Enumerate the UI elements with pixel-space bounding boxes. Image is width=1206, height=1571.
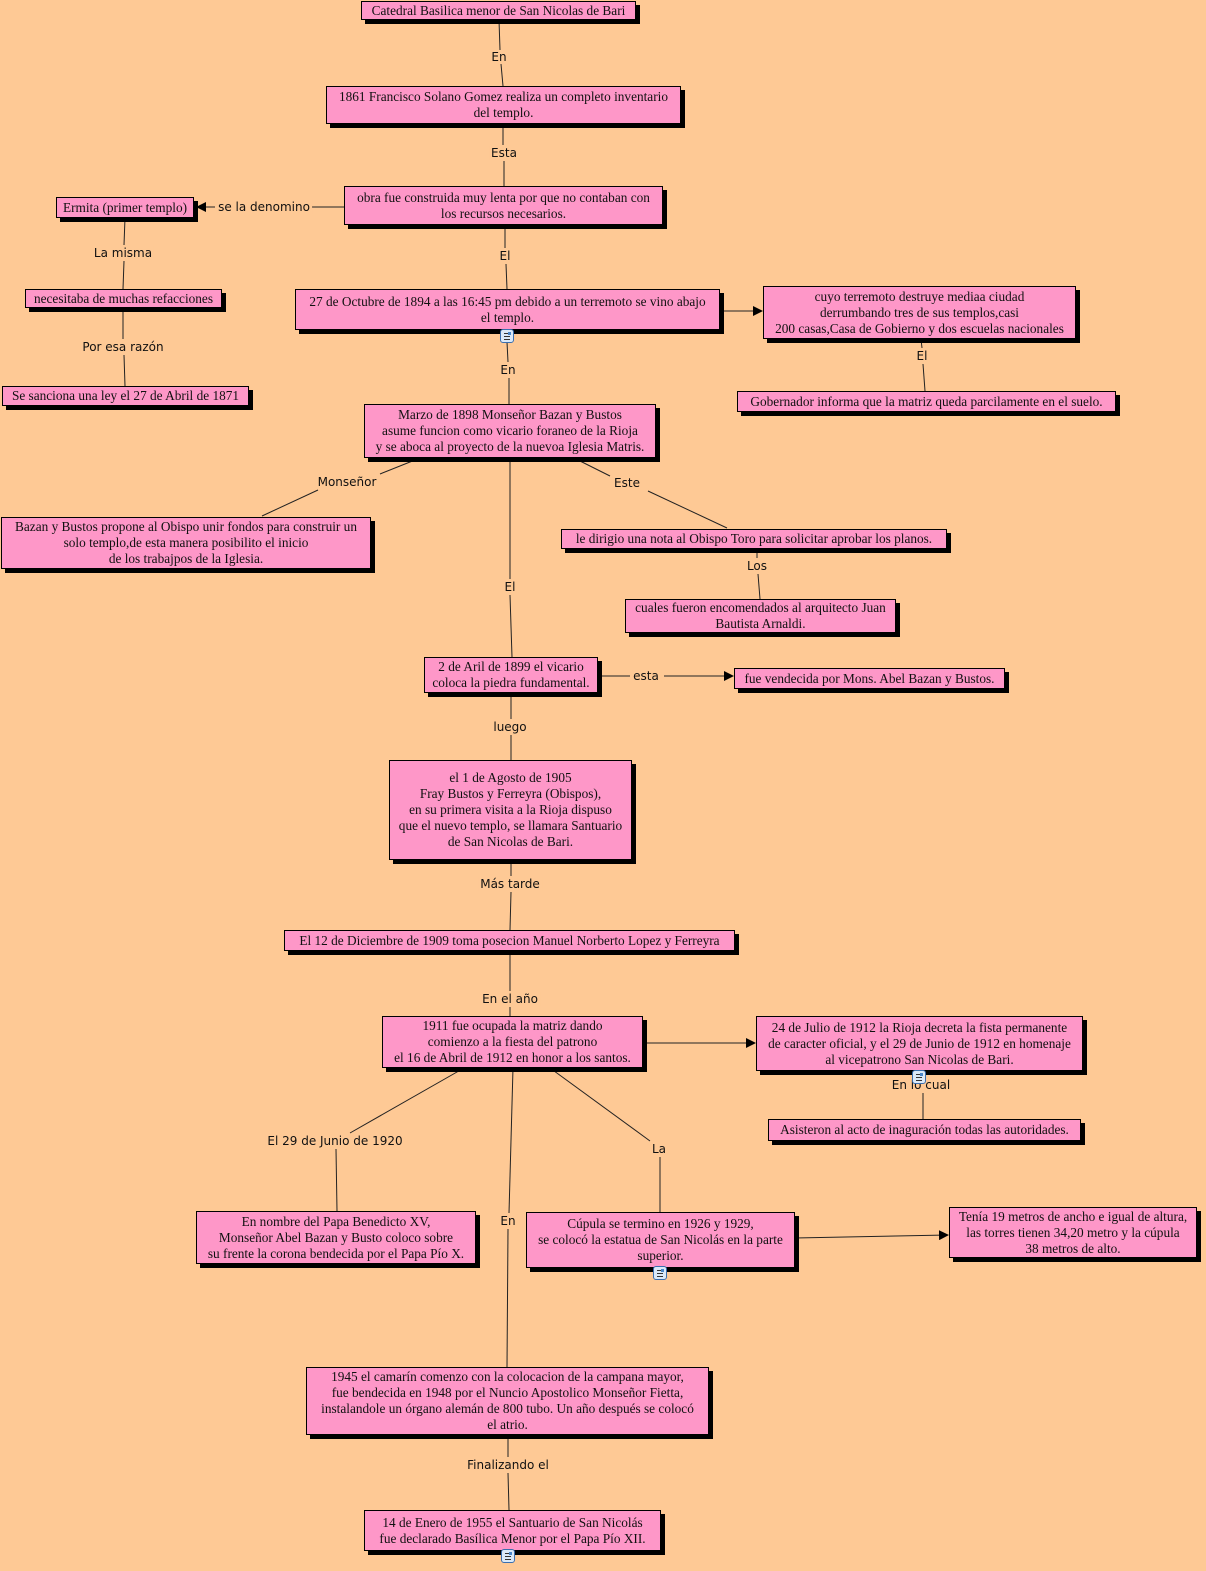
concept-ley-1871[interactable]: Se sanciona una ley el 27 de Abril de 18… xyxy=(2,386,249,406)
concept-unir-fondos[interactable]: Bazan y Bustos propone al Obispo unir fo… xyxy=(1,517,371,569)
concept-autoridades[interactable]: Asisteron al acto de inaguración todas l… xyxy=(768,1119,1081,1141)
concept-ermita[interactable]: Ermita (primer templo) xyxy=(56,197,194,218)
document-icon[interactable] xyxy=(500,329,514,343)
link-label[interactable]: Este xyxy=(612,476,642,490)
concept-medidas[interactable]: Tenía 19 metros de ancho e igual de altu… xyxy=(949,1207,1197,1258)
concept-obra-lenta[interactable]: obra fue construida muy lenta por que no… xyxy=(344,186,663,225)
concept-agosto-1905[interactable]: el 1 de Agosto de 1905 Fray Bustos y Fer… xyxy=(389,760,632,860)
link-label[interactable]: Finalizando el xyxy=(465,1458,551,1472)
concept-arquitecto[interactable]: cuales fueron encomendados al arquitecto… xyxy=(625,599,896,633)
link-label[interactable]: Esta xyxy=(489,146,519,160)
concept-gobernador[interactable]: Gobernador informa que la matriz queda p… xyxy=(737,391,1116,412)
concept-1911-matriz[interactable]: 1911 fue ocupada la matriz dando comienz… xyxy=(382,1016,643,1068)
concept-destruye-ciudad[interactable]: cuyo terremoto destruye mediaa ciudad de… xyxy=(763,286,1076,339)
link-label[interactable]: Los xyxy=(744,559,770,573)
link-label[interactable]: En xyxy=(498,1214,518,1228)
concept-catedral[interactable]: Catedral Basilica menor de San Nicolas d… xyxy=(361,1,636,20)
concept-vendecida[interactable]: fue vendecida por Mons. Abel Bazan y Bus… xyxy=(734,668,1005,689)
link-label[interactable]: En xyxy=(489,50,509,64)
link-label[interactable]: La xyxy=(649,1142,669,1156)
concept-cupula[interactable]: Cúpula se termino en 1926 y 1929, se col… xyxy=(526,1212,795,1268)
link-label[interactable]: El 29 de Junio de 1920 xyxy=(265,1134,405,1148)
concept-basilica-1955[interactable]: 14 de Enero de 1955 el Santuario de San … xyxy=(364,1510,661,1551)
concept-camarin-1945[interactable]: 1945 el camarín comenzo con la colocacio… xyxy=(306,1367,709,1435)
link-label[interactable]: En el año xyxy=(480,992,540,1006)
concept-nota-obispo[interactable]: le dirigio una nota al Obispo Toro para … xyxy=(561,529,947,549)
link-label[interactable]: Por esa razón xyxy=(80,340,166,354)
document-icon[interactable] xyxy=(501,1549,515,1563)
concept-corona[interactable]: En nombre del Papa Benedicto XV, Monseño… xyxy=(196,1211,476,1264)
link-label[interactable]: luego xyxy=(491,720,529,734)
link-label[interactable]: El xyxy=(914,349,930,363)
concept-diciembre-1909[interactable]: El 12 de Diciembre de 1909 toma posecion… xyxy=(284,930,735,951)
link-label[interactable]: esta xyxy=(631,669,661,683)
link-label[interactable]: La misma xyxy=(91,246,155,260)
document-icon[interactable] xyxy=(653,1266,667,1280)
concept-marzo-1898[interactable]: Marzo de 1898 Monseñor Bazan y Bustos as… xyxy=(364,404,656,458)
concept-julio-1912[interactable]: 24 de Julio de 1912 la Rioja decreta la … xyxy=(756,1016,1083,1071)
link-label[interactable]: El xyxy=(502,580,518,594)
concept-piedra-1899[interactable]: 2 de Aril de 1899 el vicario coloca la p… xyxy=(424,657,598,693)
link-label[interactable]: Monseñor xyxy=(315,475,379,489)
link-label[interactable]: Más tarde xyxy=(478,877,542,891)
link-label[interactable]: El xyxy=(497,249,513,263)
concept-1861-inventario[interactable]: 1861 Francisco Solano Gomez realiza un c… xyxy=(326,86,681,124)
link-label[interactable]: se la denomino xyxy=(216,200,312,214)
link-label[interactable]: En lo cual xyxy=(889,1078,953,1092)
concept-terremoto-1894[interactable]: 27 de Octubre de 1894 a las 16:45 pm deb… xyxy=(295,289,720,330)
document-icon[interactable] xyxy=(912,1070,926,1084)
link-label[interactable]: En xyxy=(498,363,518,377)
concept-refacciones[interactable]: necesitaba de muchas refacciones xyxy=(25,289,222,308)
